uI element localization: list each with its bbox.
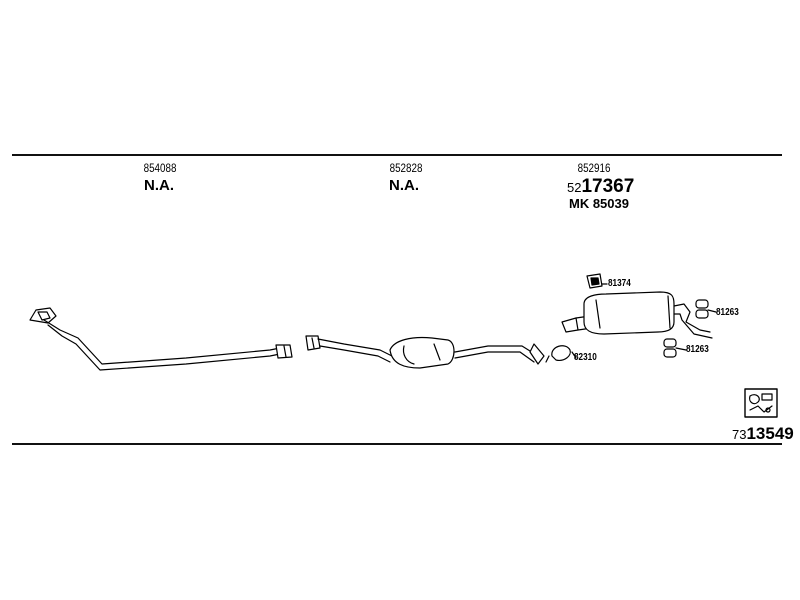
mk-number: MK 85039 — [569, 196, 629, 211]
status-front-pipe: N.A. — [144, 177, 174, 194]
ref-number-main: 17367 — [581, 176, 635, 197]
status-middle-silencer: N.A. — [389, 177, 419, 194]
kit-number: 7313549 — [732, 425, 794, 443]
top-rule — [12, 154, 782, 156]
ref-number-rear-silencer: 5217367 — [567, 177, 634, 196]
rubber-mount-icon — [695, 299, 717, 319]
kit-number-prefix: 73 — [732, 427, 747, 442]
part-number-middle-silencer: 852828 — [389, 161, 423, 175]
rubber-mount-lower-icon — [663, 338, 687, 358]
callout-bracket-top: 81374 — [608, 278, 631, 289]
callout-rubber-lower: 81263 — [686, 344, 709, 355]
callout-rubber-right: 81263 — [716, 307, 739, 318]
part-number-front-pipe: 854088 — [143, 161, 177, 175]
clamp-icon — [545, 345, 577, 363]
front-exhaust-pipe-icon — [29, 307, 293, 371]
ref-number-prefix: 52 — [567, 180, 582, 195]
part-number-rear-silencer: 852916 — [577, 161, 611, 175]
bracket-icon — [586, 273, 608, 289]
bottom-rule — [12, 443, 782, 445]
callout-clamp-middle: 82310 — [574, 352, 597, 363]
mounting-kit-box-icon — [744, 388, 778, 418]
middle-silencer-icon — [305, 335, 545, 369]
rear-silencer-icon — [561, 291, 713, 339]
kit-number-main: 13549 — [746, 424, 794, 443]
